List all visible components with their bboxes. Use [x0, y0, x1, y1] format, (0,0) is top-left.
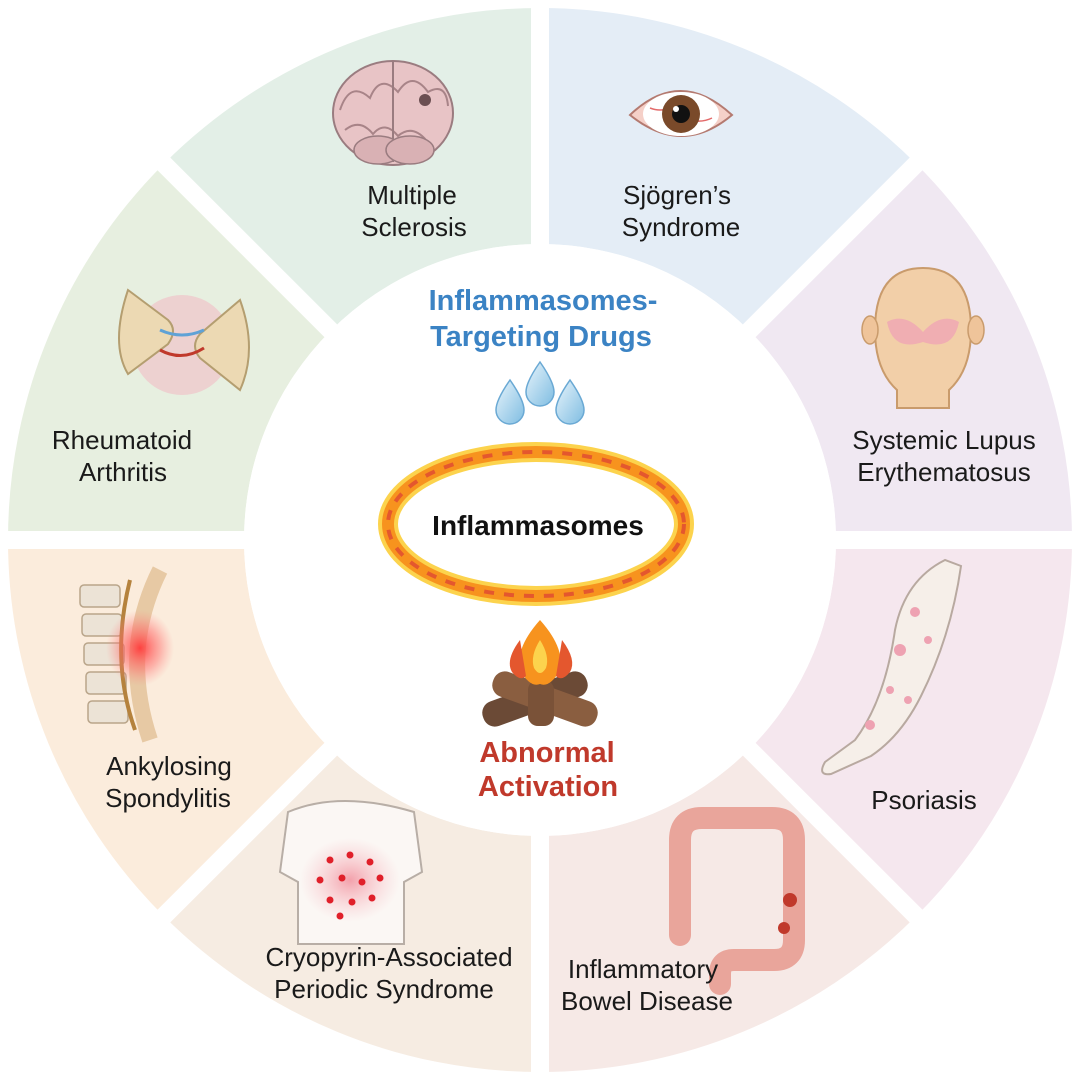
brain-icon: [332, 60, 454, 166]
segment-labels: Multiple Sclerosis Sjögren’s Syndrome Sy…: [52, 180, 1036, 1016]
head-rash-icon: [861, 266, 985, 409]
label-ibd-1: Inflammatory: [568, 954, 718, 984]
label-caps-1: Cryopyrin-Associated: [265, 942, 512, 972]
label-lupus-2: Erythematosus: [857, 457, 1030, 487]
joint-icon: [118, 288, 250, 395]
label-lupus-1: Systemic Lupus: [852, 425, 1036, 455]
label-rheumatoid-2: Arthritis: [79, 457, 167, 487]
label-multiple-sclerosis-1: Multiple: [367, 180, 457, 210]
torso-rash-icon: [278, 800, 424, 945]
segment-divider: [153, 740, 340, 927]
drugs-title-line2: Targeting Drugs: [430, 321, 652, 353]
center-disk: [244, 244, 836, 836]
label-caps-2: Periodic Syndrome: [274, 974, 494, 1004]
label-sjogrens-1: Sjögren’s: [623, 180, 731, 210]
activation-title-line1: Abnormal: [479, 737, 614, 769]
fire-ring-icon: [378, 442, 694, 606]
label-sjogrens-2: Syndrome: [622, 212, 741, 242]
label-rheumatoid-1: Rheumatoid: [52, 425, 192, 455]
label-ankylosing-1: Ankylosing: [106, 751, 232, 781]
label-ankylosing-2: Spondylitis: [105, 783, 231, 813]
colon-icon: [669, 807, 805, 995]
inflammasomes-core-label: Inflammasomes: [432, 510, 644, 541]
eye-icon: [628, 90, 734, 137]
water-drops-icon: [495, 360, 585, 425]
drugs-title-line1: Inflammasomes-: [429, 285, 658, 317]
campfire-icon: [482, 620, 598, 727]
spine-icon: [79, 566, 174, 743]
label-psoriasis: Psoriasis: [871, 785, 976, 815]
segment-divider: [740, 740, 927, 927]
label-multiple-sclerosis-2: Sclerosis: [361, 212, 466, 242]
segment-divider: [740, 153, 927, 340]
activation-title-line2: Activation: [478, 771, 618, 803]
label-ibd-2: Bowel Disease: [561, 986, 733, 1016]
segment-divider: [153, 153, 340, 340]
arm-rash-icon: [821, 558, 963, 776]
